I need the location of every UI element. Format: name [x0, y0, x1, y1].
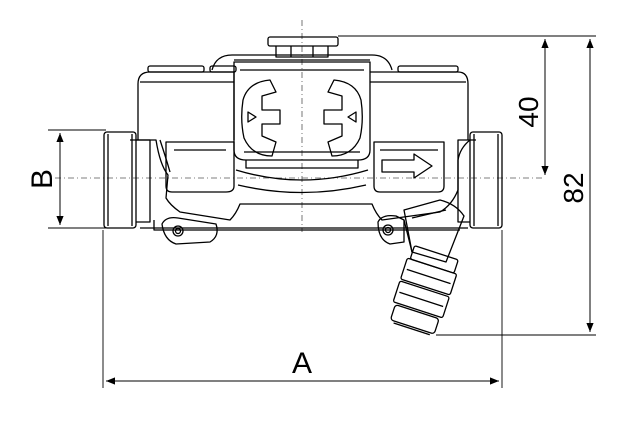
dimension-lines: [56, 39, 594, 385]
left-wing: [241, 79, 281, 157]
dim-label-40: 40: [513, 96, 544, 127]
right-lug: [377, 214, 405, 245]
right-fitting: [457, 131, 503, 229]
centerlines: [55, 20, 545, 232]
dim-label-b: B: [26, 169, 59, 189]
valve-body: [103, 36, 503, 336]
dim-label-a: A: [292, 347, 312, 380]
left-lug: [161, 216, 218, 245]
dim-label-82: 82: [558, 172, 589, 203]
strainer-branch: [390, 199, 465, 336]
upper-dome: [211, 54, 393, 71]
top-knob: [267, 36, 339, 58]
flow-arrow-icon: [381, 153, 433, 179]
right-block: [370, 71, 469, 140]
extension-lines: [48, 35, 596, 388]
left-fitting: [103, 131, 151, 229]
right-wing: [323, 79, 363, 157]
